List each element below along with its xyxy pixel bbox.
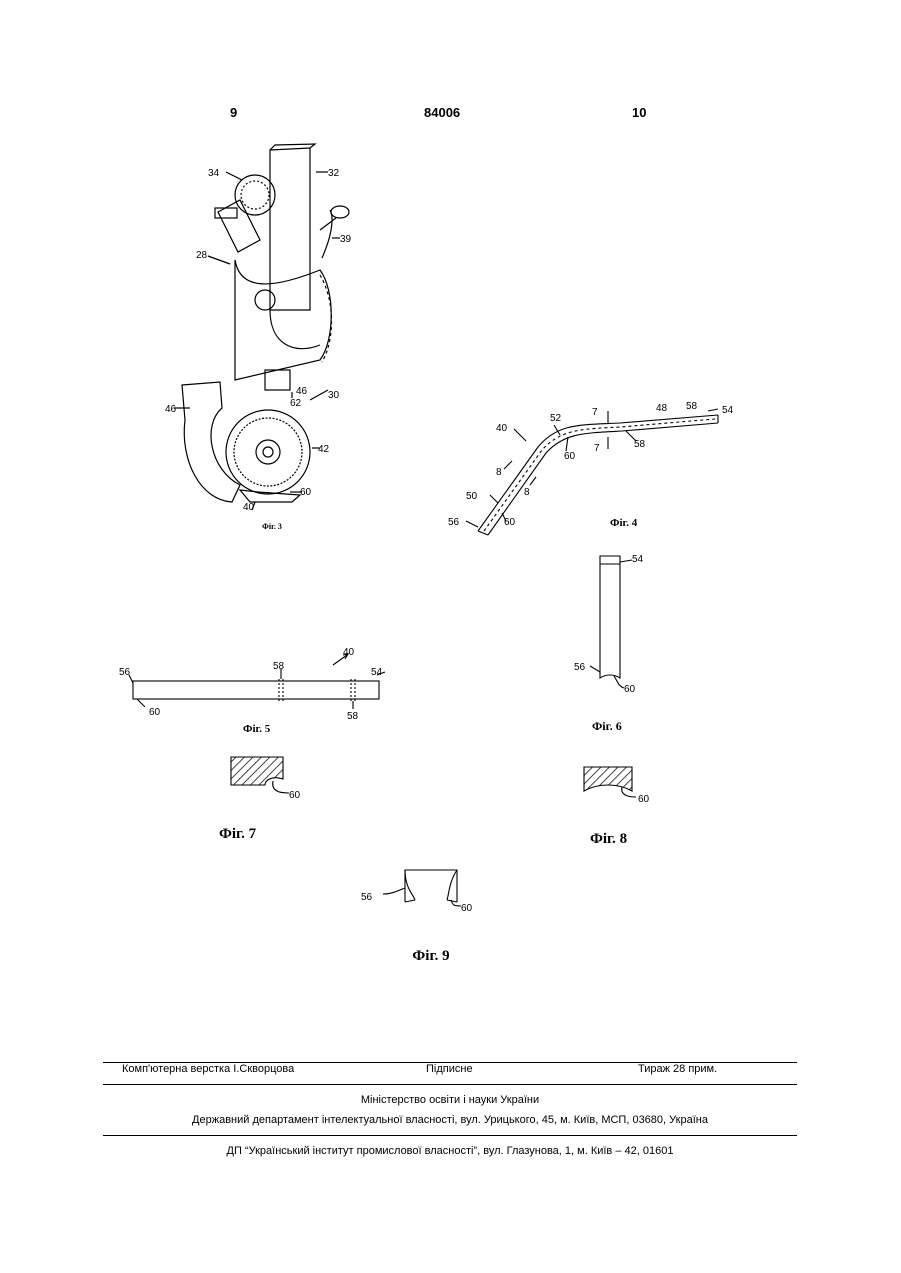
fig4-label-58b: 58: [634, 439, 646, 450]
figure-6-drawing: 54 56 60 Фіг. 6: [560, 548, 670, 738]
footer-rule-bottom: [103, 1135, 797, 1136]
fig3-label-34: 34: [208, 168, 220, 179]
figure-6: 54 56 60 Фіг. 6: [560, 548, 670, 738]
figure-7-drawing: 60 Фіг. 7: [205, 745, 335, 845]
fig3-caption: Фіг. 3: [262, 522, 282, 531]
footer-department: Державний департамент інтелектуальної вл…: [103, 1114, 797, 1126]
fig4-label-54: 54: [722, 405, 734, 416]
fig9-label-56: 56: [361, 892, 373, 903]
figure-8: 60 Фіг. 8: [570, 755, 680, 855]
fig4-label-60b: 60: [504, 517, 516, 528]
figure-7: 60 Фіг. 7: [205, 745, 335, 845]
fig3-label-32: 32: [328, 168, 340, 179]
footer-circulation: Тираж 28 прим.: [638, 1063, 717, 1075]
figure-9-drawing: 56 60 Фіг. 9: [355, 860, 505, 975]
fig4-label-7b: 7: [594, 443, 600, 454]
fig3-label-40: 40: [243, 502, 255, 513]
figure-4: 40 52 7 48 58 54 58 7 60 8 8 50 56 60 Фі…: [440, 395, 750, 545]
figure-4-drawing: 40 52 7 48 58 54 58 7 60 8 8 50 56 60 Фі…: [440, 395, 750, 545]
fig4-label-52: 52: [550, 413, 562, 424]
fig8-label-60: 60: [638, 794, 650, 805]
fig6-label-54: 54: [632, 554, 644, 565]
fig5-label-56: 56: [119, 667, 131, 678]
fig5-label-60: 60: [149, 707, 161, 718]
figure-8-drawing: 60 Фіг. 8: [570, 755, 680, 855]
fig3-label-39: 39: [340, 234, 352, 245]
fig3-label-46b: 46: [165, 404, 177, 415]
fig5-label-40: 40: [343, 647, 355, 658]
fig4-label-8a: 8: [496, 467, 502, 478]
figure-5: 56 58 40 54 60 58 Фіг. 5: [115, 645, 405, 740]
footer-subscription: Підписне: [426, 1063, 473, 1075]
fig5-label-58a: 58: [273, 661, 285, 672]
fig6-label-60: 60: [624, 684, 636, 695]
figure-3-drawing: 34 32 39 28 46 62 30 46 42 40 60 Фіг. 3: [160, 140, 360, 540]
footer-rule-middle: [103, 1084, 797, 1085]
fig4-label-7a: 7: [592, 407, 598, 418]
fig4-label-50: 50: [466, 491, 478, 502]
fig3-label-28: 28: [196, 250, 208, 261]
fig4-label-58a: 58: [686, 401, 698, 412]
patent-number: 84006: [424, 105, 460, 120]
fig8-caption: Фіг. 8: [590, 831, 627, 847]
page-number-left: 9: [230, 105, 237, 120]
fig4-caption: Фіг. 4: [610, 517, 638, 529]
figure-3: 34 32 39 28 46 62 30 46 42 40 60 Фіг. 3: [160, 140, 360, 540]
fig3-label-30: 30: [328, 390, 340, 401]
footer-ministry: Міністерство освіти і науки України: [103, 1094, 797, 1106]
fig4-label-48: 48: [656, 403, 668, 414]
fig4-label-56: 56: [448, 517, 460, 528]
fig7-caption: Фіг. 7: [219, 826, 257, 842]
fig5-caption: Фіг. 5: [243, 723, 271, 735]
fig5-label-54: 54: [371, 667, 383, 678]
footer-layout-credit: Комп'ютерна верстка І.Скворцова: [122, 1063, 294, 1075]
fig4-label-8b: 8: [524, 487, 530, 498]
fig6-caption: Фіг. 6: [592, 719, 622, 733]
page-number-right: 10: [632, 105, 646, 120]
figure-9: 56 60 Фіг. 9: [355, 860, 505, 975]
fig9-caption: Фіг. 9: [412, 948, 449, 964]
fig6-label-56: 56: [574, 662, 586, 673]
figure-5-drawing: 56 58 40 54 60 58 Фіг. 5: [115, 645, 405, 740]
fig4-label-40: 40: [496, 423, 508, 434]
fig3-label-62: 62: [290, 398, 302, 409]
fig4-label-60a: 60: [564, 451, 576, 462]
fig9-label-60: 60: [461, 903, 473, 914]
fig3-label-46a: 46: [296, 386, 308, 397]
fig3-label-60: 60: [300, 487, 312, 498]
footer-institute: ДП “Український інститут промислової вла…: [103, 1145, 797, 1157]
fig3-label-42: 42: [318, 444, 330, 455]
fig5-label-58b: 58: [347, 711, 359, 722]
fig7-label-60: 60: [289, 790, 301, 801]
